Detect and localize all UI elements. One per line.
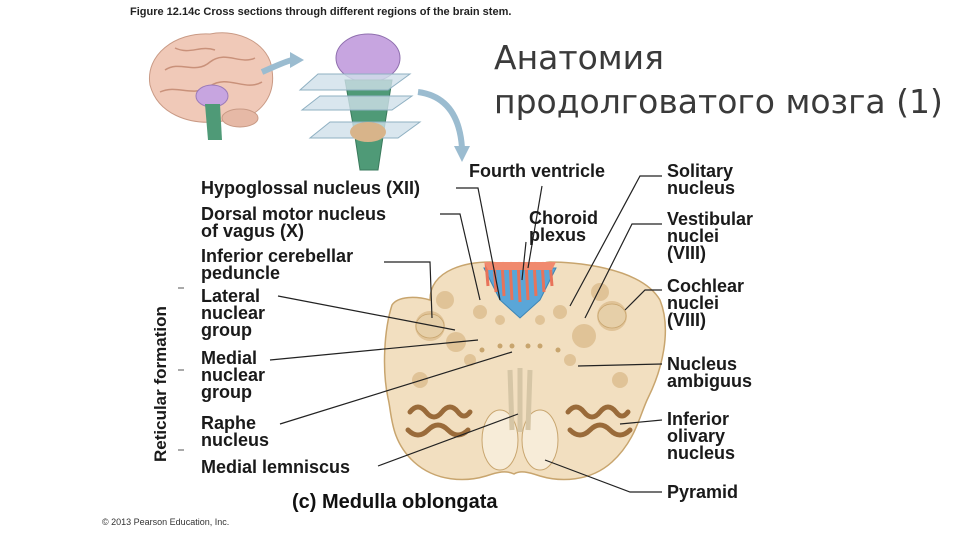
label-raphe-nucleus: Raphe nucleus xyxy=(201,413,270,450)
subfigure-title: (c) Medulla oblongata xyxy=(292,491,498,513)
label-cochlear-nuclei: Cochlear nuclei (VIII) xyxy=(667,276,745,330)
label-reticular-formation: Reticular formation xyxy=(151,306,170,462)
label-solitary-nucleus: Solitary nucleus xyxy=(667,161,736,198)
label-inferior-cerebellar-peduncle: Inferior cerebellar peduncle xyxy=(201,246,354,283)
slide-title: Анатомия продолговатого мозга (1) xyxy=(494,38,943,121)
brain-illustration xyxy=(148,32,274,140)
label-nucleus-ambiguus: Nucleus ambiguus xyxy=(667,354,753,391)
label-vestibular-nuclei: Vestibular nuclei (VIII) xyxy=(667,209,754,263)
arrow-head-icon xyxy=(290,52,304,68)
leader-lines xyxy=(269,175,663,493)
label-medial-lemniscus: Medial lemniscus xyxy=(201,457,351,477)
medulla-cross-section xyxy=(383,261,667,481)
copyright-notice: © 2013 Pearson Education, Inc. xyxy=(102,517,230,527)
figure-caption: Figure 12.14c Cross sections through dif… xyxy=(130,6,512,18)
brainstem-stack xyxy=(298,33,422,171)
arrow-brain-to-stack xyxy=(260,57,293,75)
label-pyramid: Pyramid xyxy=(667,482,739,502)
label-medial-nuclear-group: Medial nuclear group xyxy=(201,348,266,402)
bracket-ticks xyxy=(178,287,184,451)
label-inferior-olivary-nucleus: Inferior olivary nucleus xyxy=(667,409,736,463)
label-lateral-nuclear-group: Lateral nuclear group xyxy=(201,286,266,340)
label-dorsal-motor-nucleus: Dorsal motor nucleus of vagus (X) xyxy=(201,204,387,241)
label-fourth-ventricle: Fourth ventricle xyxy=(469,161,606,181)
label-choroid-plexus: Choroid plexus xyxy=(529,208,598,245)
label-hypoglossal-nucleus: Hypoglossal nucleus (XII) xyxy=(201,178,421,198)
arrow-stack-to-section xyxy=(417,89,465,149)
arrow-head-icon xyxy=(454,146,470,162)
